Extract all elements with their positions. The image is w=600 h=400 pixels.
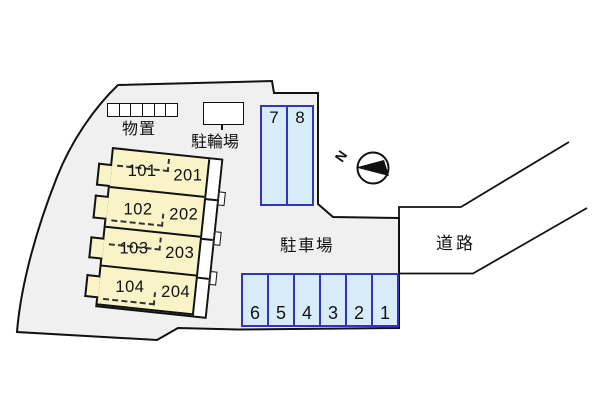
- parking-space-number: 3: [327, 303, 338, 323]
- unit-102-label: 102: [123, 200, 153, 219]
- parking-lot-label: 駐車場: [280, 237, 334, 255]
- parking-space-number: 2: [353, 303, 364, 323]
- parking-space-4: 4: [295, 275, 321, 325]
- parking-space-number: 7: [269, 108, 279, 127]
- parking-space-2: 2: [347, 275, 373, 325]
- building-outline: 101 201 102 202 103 203 104 204: [95, 147, 224, 319]
- parking-space-number: 8: [295, 108, 305, 127]
- stair-landing: [209, 270, 218, 286]
- corridor-divider: [201, 237, 213, 241]
- parking-space-1: 1: [373, 275, 397, 325]
- unit-104-label: 104: [115, 278, 145, 297]
- unit-203-label: 203: [165, 244, 195, 263]
- unit-103-label: 103: [119, 239, 149, 258]
- compass-needle-icon: [356, 160, 389, 176]
- storage-cell: [166, 104, 177, 116]
- parking-space-number: 1: [379, 303, 390, 323]
- storage-cell: [143, 104, 155, 116]
- parking-space-8: 8: [288, 107, 312, 204]
- storage-shed: [107, 103, 178, 117]
- unit-201-label: 201: [173, 166, 203, 185]
- parking-lower-row: 6 5 4 3 2 1: [241, 273, 399, 327]
- entrance-porch: [88, 236, 105, 260]
- entrance-porch: [92, 194, 109, 220]
- road-label: 道路: [436, 234, 476, 253]
- parking-space-3: 3: [321, 275, 347, 325]
- compass-north-label: N: [331, 147, 350, 164]
- parking-space-6: 6: [243, 275, 269, 325]
- storage-cell: [155, 104, 167, 116]
- storage-cell: [108, 104, 120, 116]
- stair-landing: [217, 191, 226, 207]
- road-upper-edge: [398, 141, 570, 274]
- bicycle-parking-label: 駐輪場: [191, 134, 240, 151]
- unit-204-label: 204: [161, 283, 191, 302]
- unit-202-label: 202: [169, 205, 199, 224]
- parking-space-number: 6: [249, 303, 260, 323]
- corridor-divider: [197, 276, 209, 280]
- storage-cell: [120, 104, 132, 116]
- bicycle-parking-area: [203, 102, 244, 125]
- entrance-porch: [95, 162, 113, 187]
- north-compass: N: [331, 147, 390, 185]
- storage-label: 物置: [122, 121, 157, 138]
- unit-101-label: 101: [127, 161, 157, 180]
- road-lower-edge: [399, 207, 588, 275]
- bicycle-parking-pointer: [221, 125, 223, 130]
- parking-space-5: 5: [269, 275, 295, 325]
- parking-upper-row: 7 8: [260, 105, 314, 206]
- stair-landing: [213, 231, 222, 246]
- entrance-porch: [84, 274, 101, 299]
- storage-cell: [131, 104, 144, 116]
- parking-space-number: 4: [301, 303, 312, 323]
- apartment-building: 101 201 102 202 103 203 104 204: [84, 147, 226, 319]
- corridor-divider: [205, 198, 218, 202]
- parking-space-7: 7: [262, 107, 288, 204]
- parking-space-number: 5: [275, 303, 286, 323]
